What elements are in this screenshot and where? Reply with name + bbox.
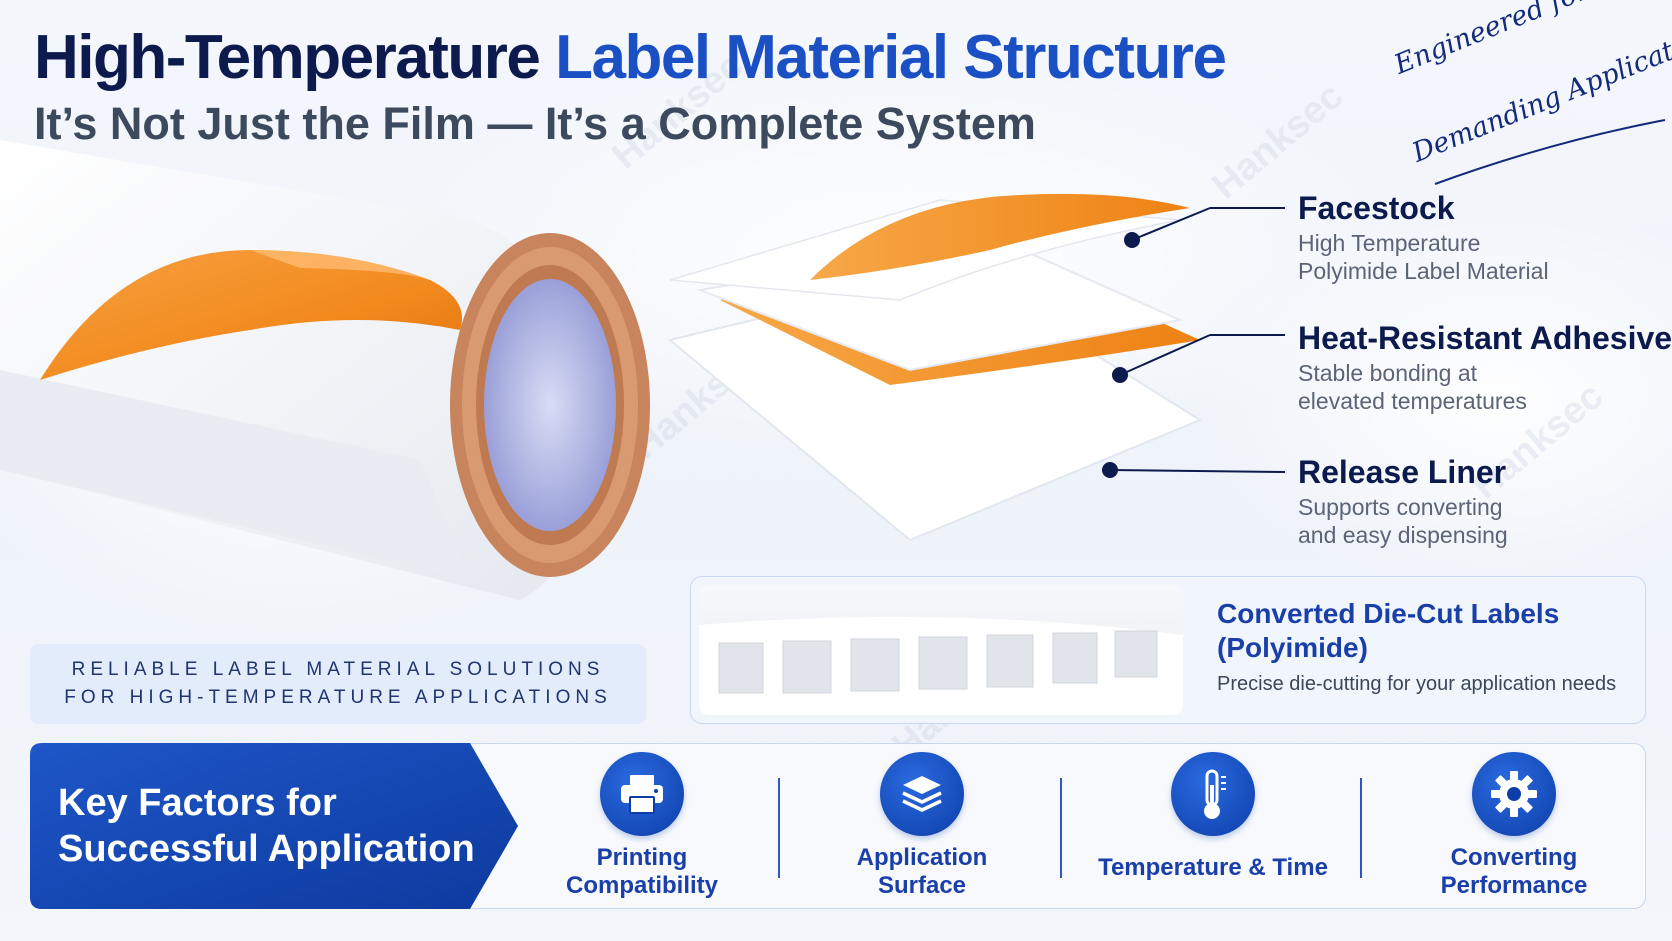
gear-icon — [1472, 752, 1556, 836]
diecut-title: Converted Die-Cut Labels (Polyimide) — [1217, 597, 1559, 665]
promo-line1: RELIABLE LABEL MATERIAL SOLUTIONS — [71, 659, 605, 680]
key-factors-line1: Key Factors for — [58, 782, 337, 824]
page-title: High-Temperature Label Material Structur… — [34, 18, 1227, 98]
diecut-panel: Converted Die-Cut Labels (Polyimide) Pre… — [690, 576, 1646, 724]
layer-title: Facestock — [1298, 190, 1455, 226]
factor-temperature-time: Temperature & Time — [1088, 752, 1338, 902]
factor-label-line2: Compatibility — [565, 872, 718, 899]
layer-title: Release Liner — [1298, 454, 1507, 490]
key-factors-heading: Key Factors for Successful Application — [58, 780, 475, 872]
diecut-title-line1: Converted Die-Cut Labels — [1217, 598, 1560, 629]
layers-icon — [880, 752, 964, 836]
layer-desc: and easy dispensing — [1298, 522, 1508, 548]
key-factors-line2: Successful Application — [58, 828, 475, 870]
layer-desc: Supports converting — [1298, 494, 1503, 520]
layer-desc: elevated temperatures — [1298, 388, 1527, 414]
layer-stack-illustration — [667, 193, 1203, 542]
divider — [1060, 778, 1062, 878]
factor-label: Application Surface — [802, 844, 1042, 900]
factor-label-line2: Performance — [1440, 872, 1588, 899]
factor-label-line1: Converting — [1450, 844, 1578, 871]
factor-label-line1: Application — [856, 844, 988, 871]
thermometer-icon — [1171, 752, 1255, 836]
factor-label-line1: Temperature & Time — [1098, 854, 1328, 881]
page-subtitle: It’s Not Just the Film — It’s a Complete… — [34, 98, 1036, 149]
factor-converting: Converting Performance — [1394, 752, 1634, 902]
factor-label: Printing Compatibility — [522, 844, 762, 900]
factor-label: Temperature & Time — [1088, 854, 1338, 882]
printer-icon — [600, 752, 684, 836]
label-roll-illustration — [0, 140, 650, 600]
diecut-title-line2: (Polyimide) — [1217, 632, 1368, 663]
leader-lines — [1102, 207, 1286, 478]
promo-banner: RELIABLE LABEL MATERIAL SOLUTIONS FOR HI… — [30, 644, 646, 724]
layer-desc: Stable bonding at — [1298, 360, 1478, 386]
layer-facestock: Facestock High Temperature Polyimide Lab… — [1298, 190, 1549, 285]
tagline-underline — [1434, 119, 1666, 185]
layer-desc: High Temperature — [1298, 230, 1481, 256]
diecut-desc: Precise die-cutting for your application… — [1217, 673, 1617, 695]
key-factors-banner — [30, 743, 518, 909]
layer-release-liner: Release Liner Supports converting and ea… — [1298, 454, 1508, 549]
layer-desc: Polyimide Label Material — [1298, 258, 1549, 284]
factor-label-line1: Printing — [596, 844, 688, 871]
factor-label: Converting Performance — [1394, 844, 1634, 900]
diecut-labels-image — [699, 585, 1183, 715]
layer-title: Heat-Resistant Adhesive — [1298, 320, 1672, 356]
divider — [1360, 778, 1362, 878]
factor-application-surface: Application Surface — [802, 752, 1042, 902]
factor-printing: Printing Compatibility — [522, 752, 762, 902]
tagline: Engineered for Demanding Applications — [1390, 0, 1672, 185]
layer-adhesive: Heat-Resistant Adhesive Stable bonding a… — [1298, 320, 1672, 415]
title-blue: Label Material Structure — [555, 23, 1227, 92]
factor-label-line2: Surface — [877, 872, 967, 899]
title-dark: High-Temperature — [34, 23, 541, 92]
diecut-strip-icon — [699, 617, 1183, 715]
promo-line2: FOR HIGH-TEMPERATURE APPLICATIONS — [64, 687, 612, 708]
divider — [778, 778, 780, 878]
